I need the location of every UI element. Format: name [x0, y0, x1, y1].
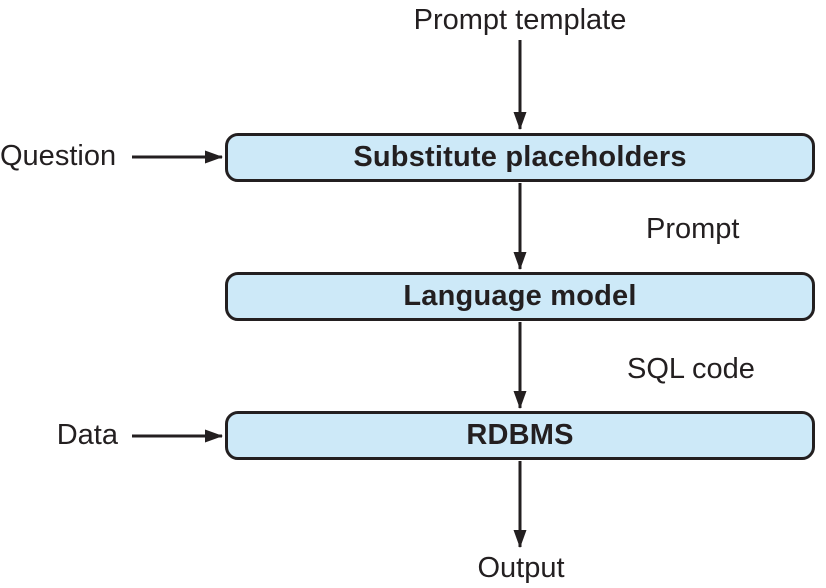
node-language-model: Language model	[225, 272, 815, 321]
node-language-model-label: Language model	[403, 280, 637, 312]
node-substitute-placeholders-label: Substitute placeholders	[353, 141, 687, 173]
label-prompt-template: Prompt template	[413, 4, 627, 36]
label-question: Question	[0, 140, 117, 172]
edge-label-prompt: Prompt	[646, 213, 740, 245]
node-substitute-placeholders: Substitute placeholders	[225, 133, 815, 182]
label-output: Output	[477, 552, 565, 584]
label-data: Data	[56, 419, 118, 451]
edge-label-sql-code: SQL code	[627, 353, 755, 385]
node-rdbms-label: RDBMS	[466, 419, 574, 451]
node-rdbms: RDBMS	[225, 411, 815, 460]
